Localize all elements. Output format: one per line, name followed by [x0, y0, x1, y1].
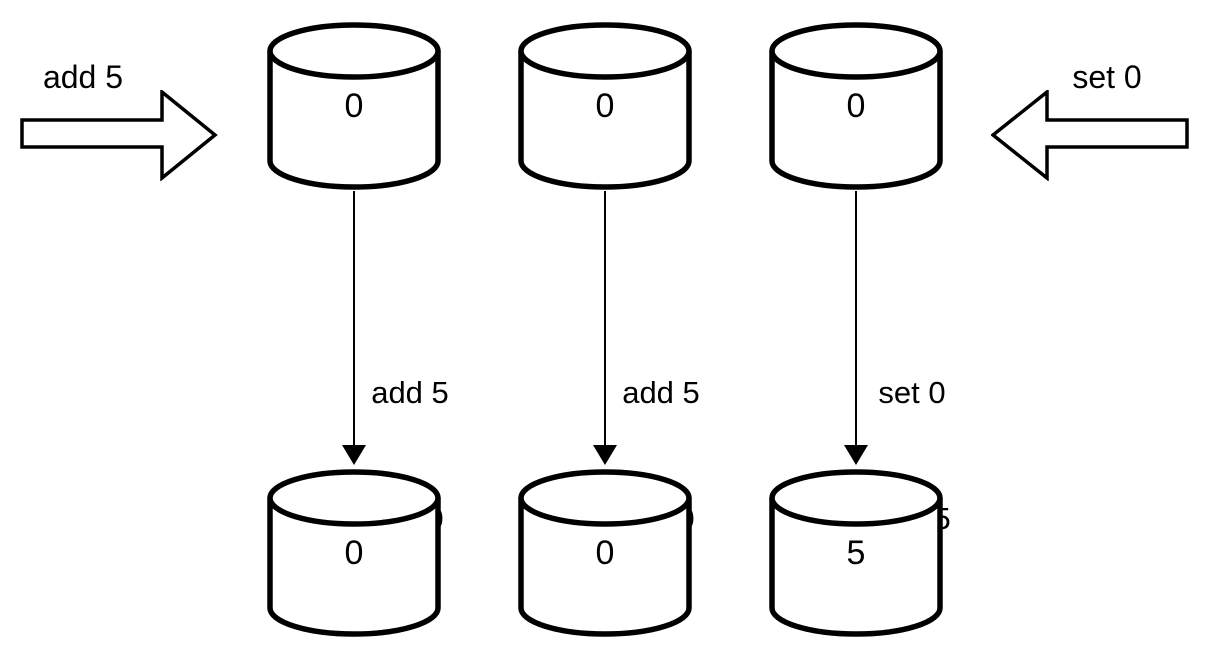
transition-arrowhead-icon	[844, 445, 868, 465]
left-annotation-label: add 5	[42, 59, 124, 95]
cylinder-top-1: 0	[266, 21, 442, 191]
transition-arrowhead-icon	[593, 445, 617, 465]
database-cylinder-icon	[518, 469, 692, 637]
cylinder-bottom-2: 0	[517, 468, 693, 638]
right-annotation-label: set 0	[1072, 59, 1142, 95]
database-cylinder-icon	[518, 22, 692, 190]
cylinder-bottom-3: 5	[768, 468, 944, 638]
transition-arrow-line-1	[353, 191, 355, 447]
transition-arrow-line-3	[855, 191, 857, 447]
transition-arrow-line-2	[604, 191, 606, 447]
cylinder-value: 5	[846, 534, 866, 572]
operation-line: set 0	[878, 375, 946, 410]
cylinder-bottom-1: 0	[266, 468, 442, 638]
cylinder-value: 0	[595, 534, 615, 572]
operation-line: add 5	[371, 375, 449, 410]
right-pointing-block-arrow-icon	[20, 90, 218, 181]
cylinder-value: 0	[344, 87, 364, 125]
cylinder-top-3: 0	[768, 21, 944, 191]
database-cylinder-icon	[769, 22, 943, 190]
cylinder-value: 0	[344, 534, 364, 572]
database-cylinder-icon	[267, 469, 441, 637]
cylinder-value: 0	[846, 87, 866, 125]
cylinder-top-2: 0	[517, 21, 693, 191]
left-pointing-block-arrow-icon	[991, 90, 1189, 181]
transition-arrowhead-icon	[342, 445, 366, 465]
operation-line: add 5	[622, 375, 700, 410]
database-cylinder-icon	[769, 469, 943, 637]
database-cylinder-icon	[267, 22, 441, 190]
cylinder-value: 0	[595, 87, 615, 125]
